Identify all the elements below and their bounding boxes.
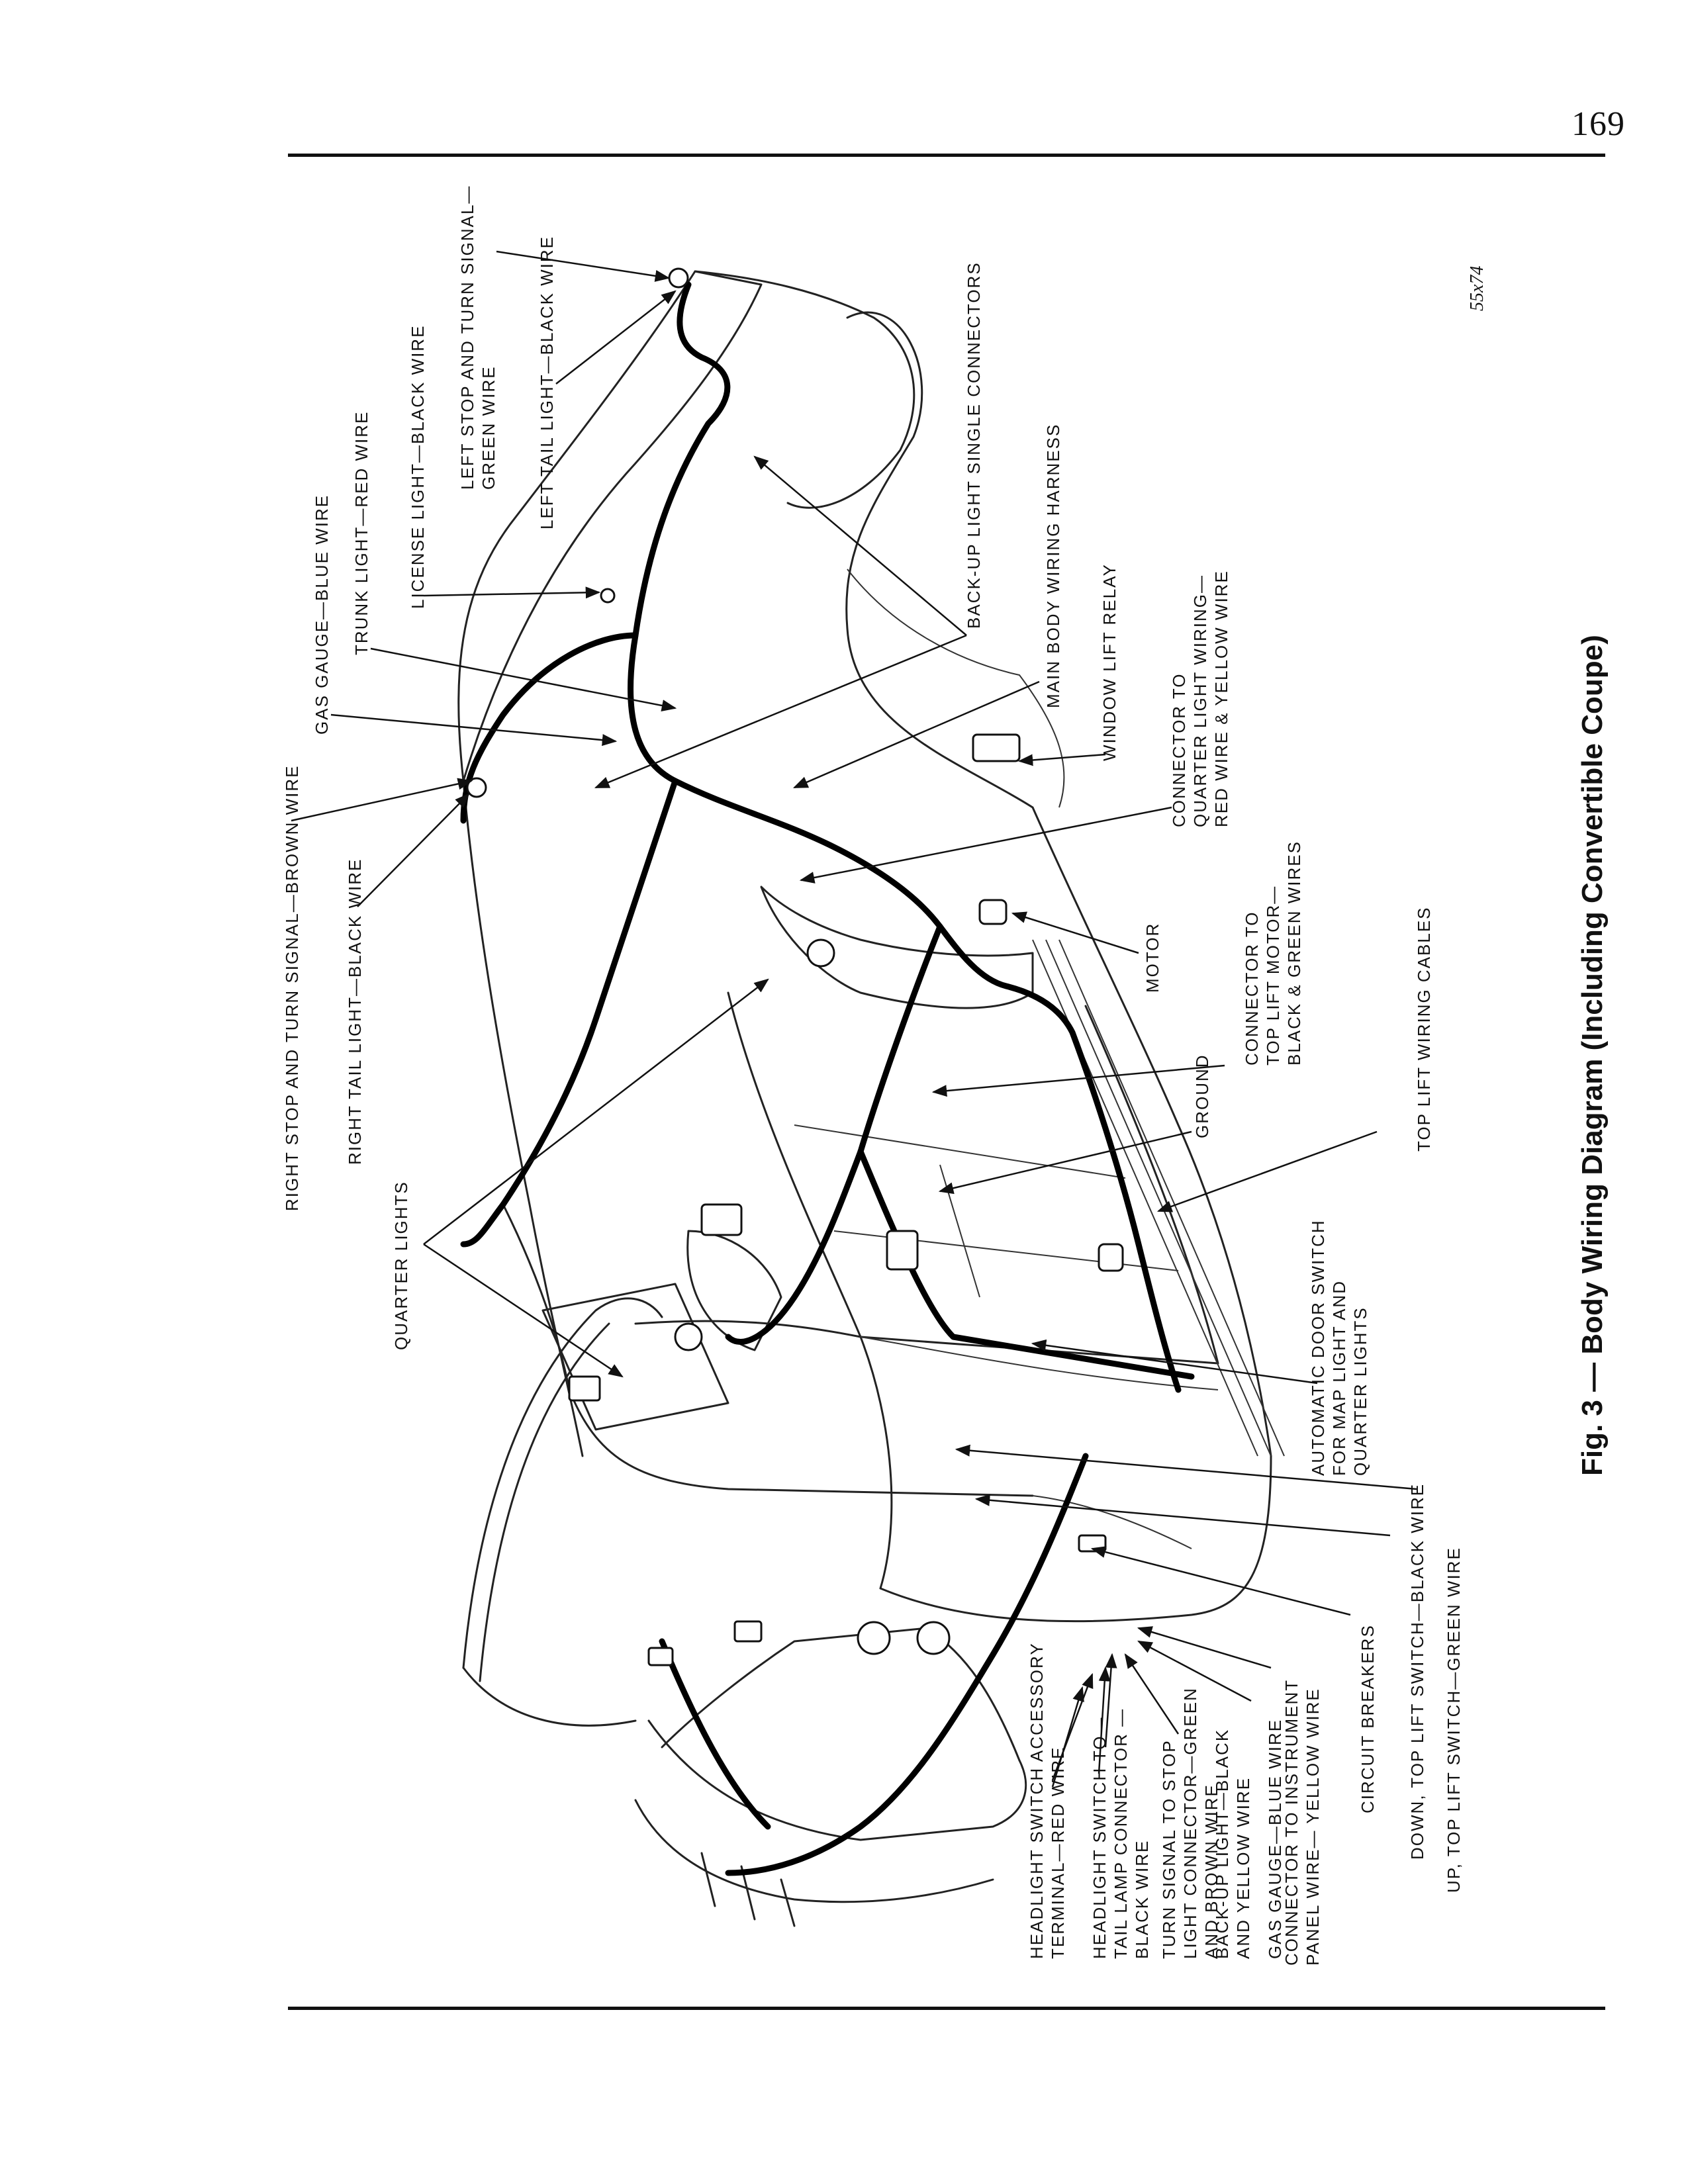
label-headlight-tail: HEADLIGHT SWITCH TO— TAIL LAMP CONNECTOR… — [1090, 1702, 1152, 1959]
page-number: 169 — [1571, 105, 1625, 143]
figure-caption: Fig. 3 — Body Wiring Diagram (Including … — [1576, 635, 1609, 1476]
components — [466, 267, 1124, 1666]
label-turn-signal-stop: TURN SIGNAL TO STOP LIGHT CONNECTOR—GREE… — [1159, 1681, 1221, 1959]
leader-lines — [291, 250, 1417, 1788]
label-left-tail: LEFT TAIL LIGHT—BLACK WIRE — [537, 236, 557, 529]
label-backup-light: BACK-UP LIGHT—BLACK AND YELLOW WIRE — [1212, 1723, 1253, 1959]
top-rule — [288, 154, 1605, 157]
label-gas-gauge-bottom: GAS GAUGE—BLUE WIRE — [1265, 1719, 1285, 1959]
label-trunk-light: TRUNK LIGHT—RED WIRE — [352, 411, 371, 655]
label-backup-connectors: BACK-UP LIGHT SINGLE CONNECTORS — [964, 261, 984, 629]
label-window-relay: WINDOW LIFT RELAY — [1100, 563, 1119, 761]
main-body-wiring-harness — [460, 281, 1195, 1876]
label-right-stop-turn: RIGHT STOP AND TURN SIGNAL—BROWN WIRE — [282, 765, 302, 1212]
label-ground: GROUND — [1192, 1054, 1212, 1138]
label-motor: MOTOR — [1143, 923, 1162, 993]
label-top-motor-connector: CONNECTOR TO TOP LIFT MOTOR— BLACK & GRE… — [1242, 841, 1304, 1066]
label-down-switch: DOWN, TOP LIFT SWITCH—BLACK WIRE — [1407, 1483, 1427, 1860]
label-gas-gauge-top: GAS GAUGE—BLUE WIRE — [312, 494, 332, 735]
car-body-outline — [457, 270, 1285, 1927]
label-right-tail: RIGHT TAIL LIGHT—BLACK WIRE — [345, 858, 365, 1165]
label-instrument-connector: CONNECTOR TO INSTRUMENT PANEL WIRE— YELL… — [1282, 1673, 1323, 1966]
label-top-cables: TOP LIFT WIRING CABLES — [1414, 906, 1434, 1152]
label-license-light: LICENSE LIGHT—BLACK WIRE — [408, 325, 428, 609]
bottom-rule — [288, 2007, 1605, 2010]
label-circuit-breakers: CIRCUIT BREAKERS — [1358, 1624, 1378, 1813]
label-headlight-accessory: HEADLIGHT SWITCH ACCESSORY TERMINAL—RED … — [1027, 1637, 1068, 1959]
label-main-harness: MAIN BODY WIRING HARNESS — [1043, 424, 1063, 708]
callouts: RIGHT STOP AND TURN SIGNAL—BROWN WIRE RI… — [282, 179, 1464, 1966]
label-up-switch: UP, TOP LIFT SWITCH—GREEN WIRE — [1444, 1547, 1464, 1893]
label-door-switch: AUTOMATIC DOOR SWITCH FOR MAP LIGHT AND … — [1308, 1213, 1370, 1476]
label-left-stop-turn: LEFT STOP AND TURN SIGNAL— GREEN WIRE — [457, 179, 498, 490]
label-quarter-connector: CONNECTOR TO QUARTER LIGHT WIRING— RED W… — [1169, 569, 1231, 827]
label-quarter-lights: QUARTER LIGHTS — [391, 1181, 411, 1350]
figure-code: 55x74 — [1467, 266, 1487, 311]
